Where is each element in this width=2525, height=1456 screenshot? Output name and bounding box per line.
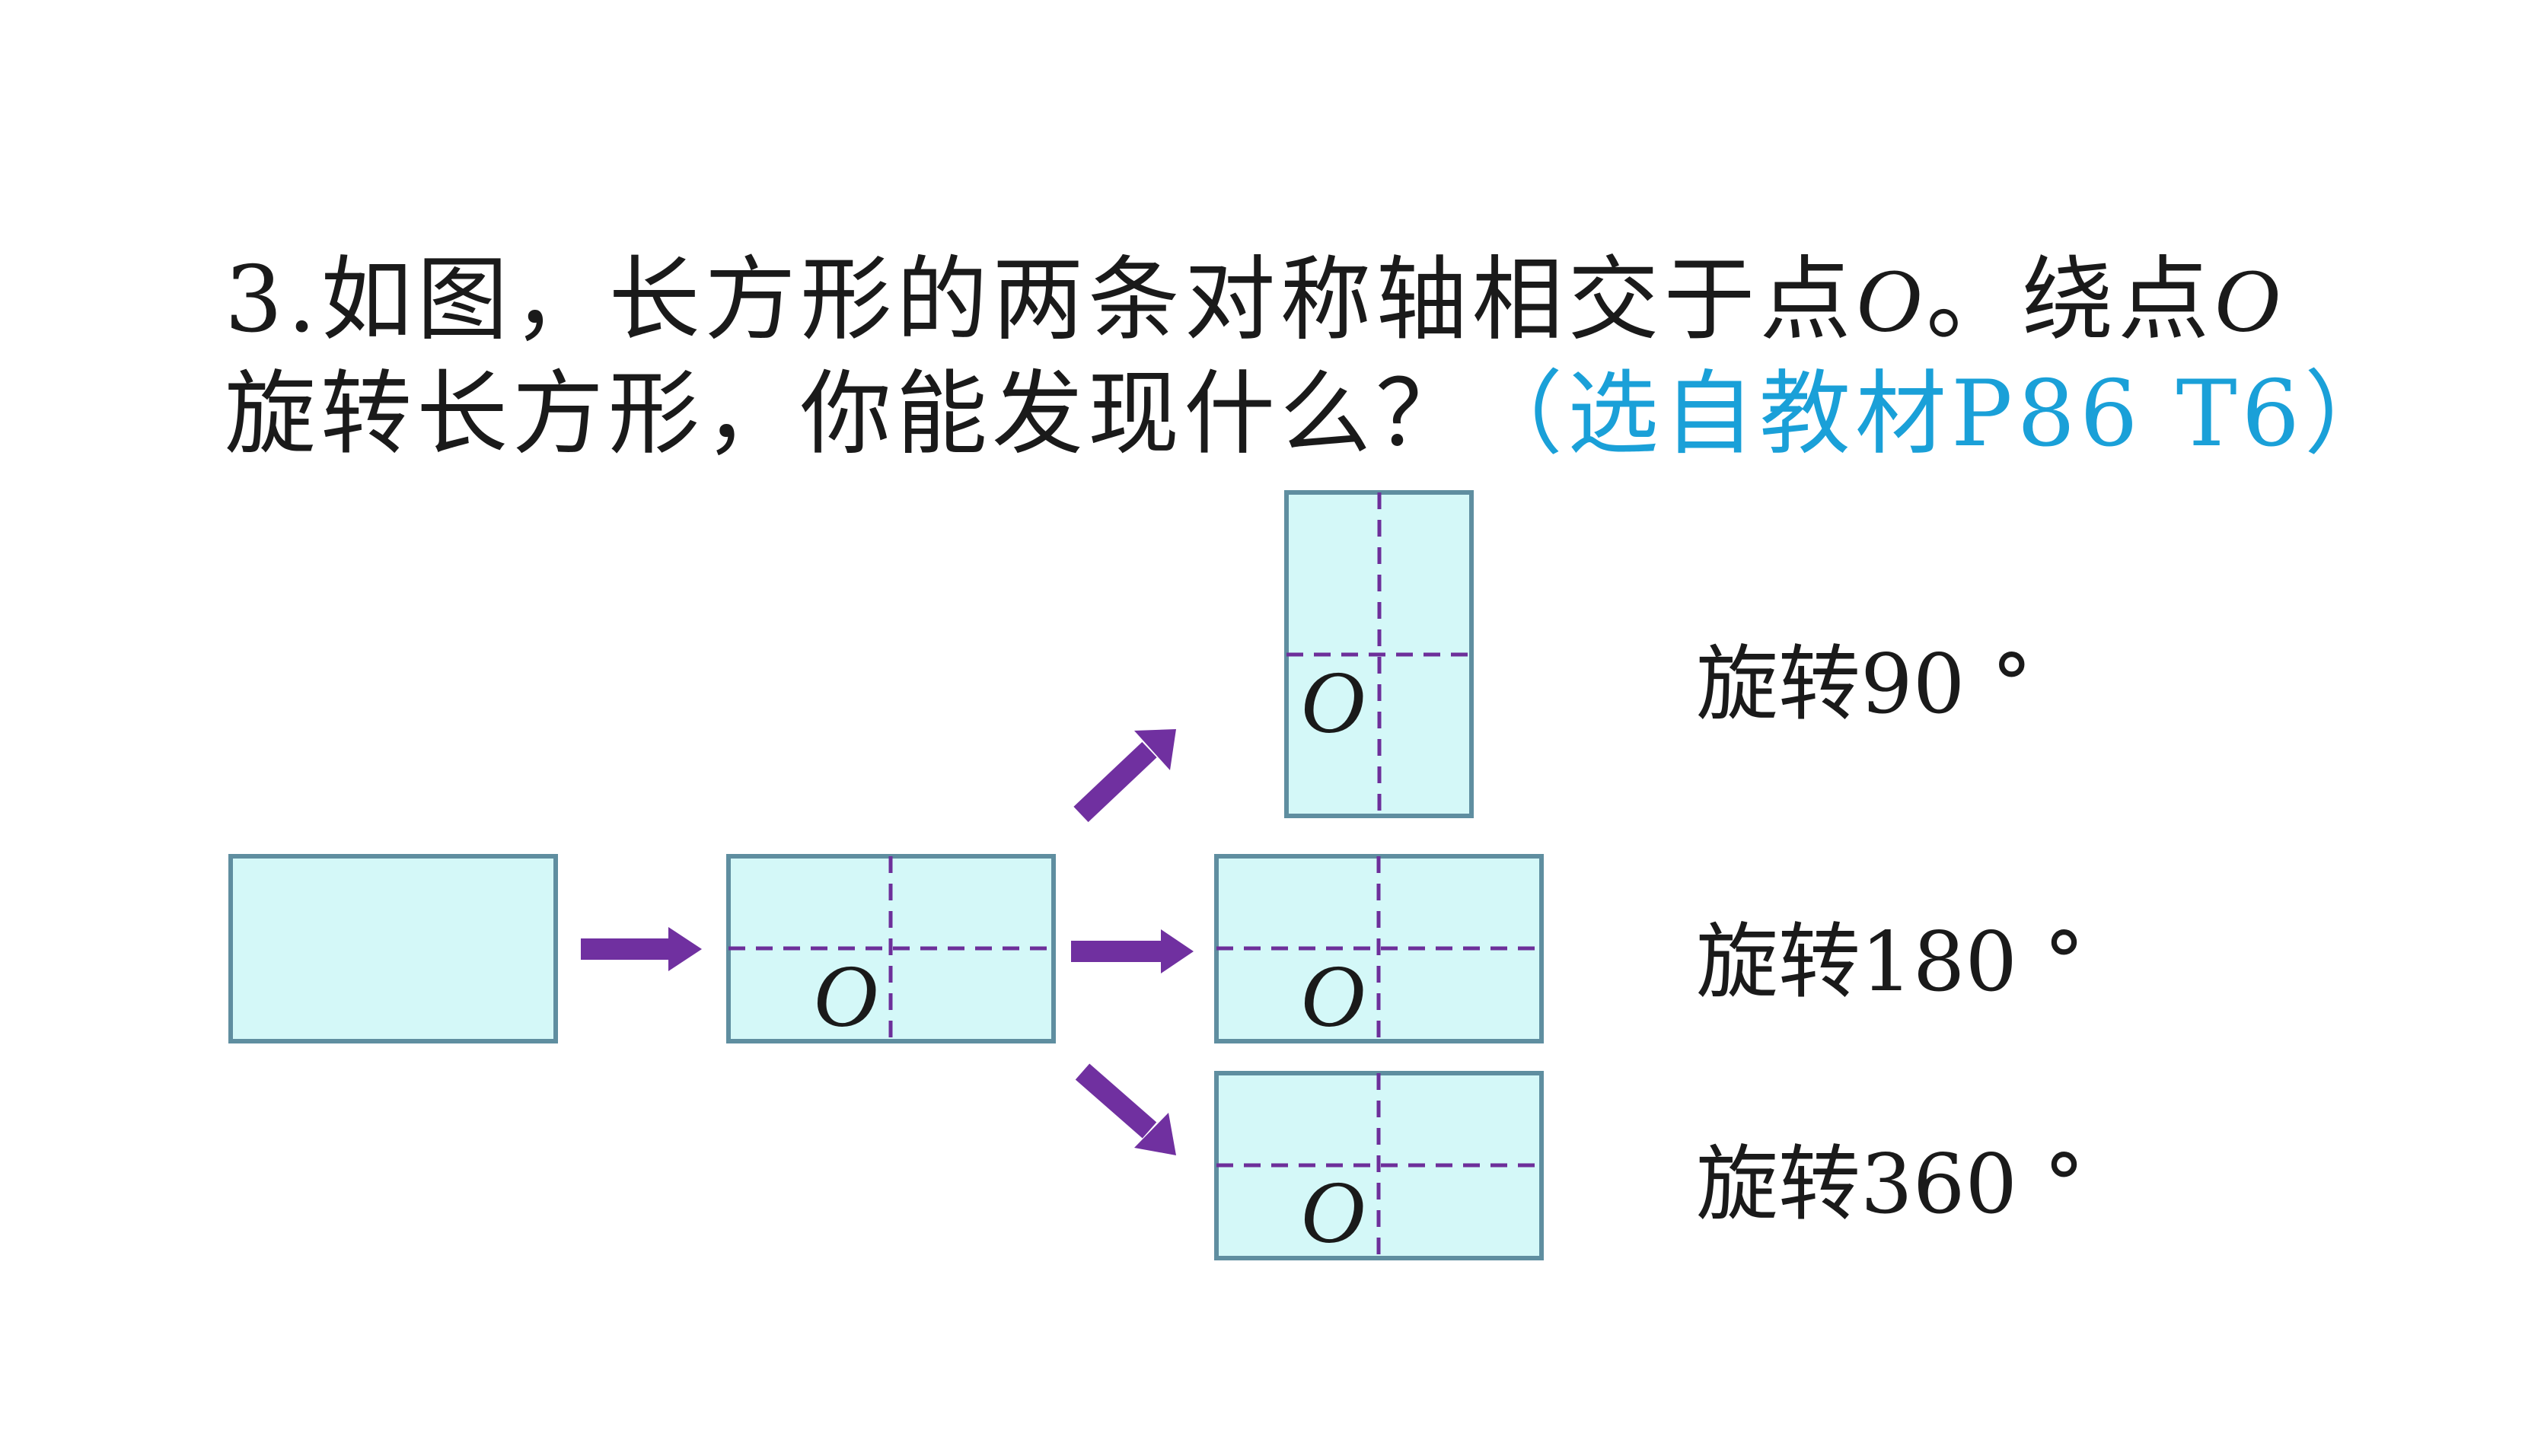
center-o-label: O [1300, 1162, 1365, 1262]
rectangle-rotated-360: O [1214, 1071, 1544, 1262]
original-rectangle [228, 854, 558, 1043]
arrow-up-right-icon [1073, 729, 1176, 823]
arrow-right-icon [581, 927, 702, 971]
center-o-label: O [813, 946, 878, 1046]
arrow-down-right-icon [1075, 1063, 1176, 1155]
question-line1-mid: 。绕点 [1926, 247, 2214, 353]
question-line2: 旋转长方形，你能发现什么？ [225, 362, 1471, 467]
arrow-right-icon [1071, 929, 1194, 973]
center-o-label: O [1300, 946, 1365, 1046]
rectangle-rotated-180: O [1214, 854, 1544, 1046]
rotate-90-label: 旋转90 ° [1696, 637, 2032, 732]
source-reference: （选自教材P86 T6） [1471, 362, 2400, 467]
question-line1-prefix: 3.如图，长方形的两条对称轴相交于点 [225, 247, 1856, 353]
rotate-360-label: 旋转360 ° [1696, 1137, 2085, 1232]
point-o-label: O [1855, 250, 1927, 351]
question-text: 3.如图，长方形的两条对称轴相交于点O。绕点O 旋转长方形，你能发现什么？（选自… [225, 244, 2432, 472]
rectangle-with-axes: O [726, 854, 1056, 1046]
point-o-label-2: O [2214, 250, 2284, 351]
rotate-180-label: 旋转180 ° [1696, 915, 2085, 1010]
center-o-label: O [1300, 652, 1365, 752]
rectangle-rotated-90: O [1284, 490, 1474, 818]
